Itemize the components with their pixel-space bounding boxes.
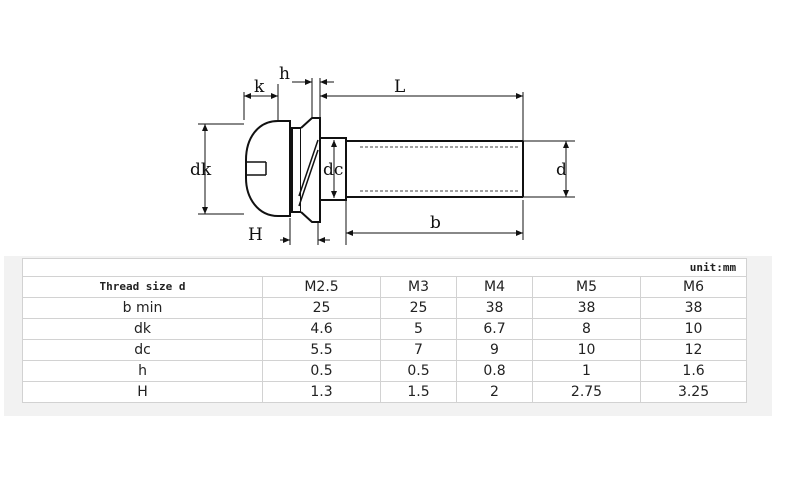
value-cell: 3.25 <box>639 381 748 403</box>
thread-lines <box>360 146 518 192</box>
label-k: k <box>254 77 265 97</box>
value-cell: 1 <box>532 360 641 382</box>
value-cell: 1.5 <box>380 381 457 403</box>
label-b: b <box>430 213 441 233</box>
value-cell: 5 <box>380 318 457 340</box>
label-dc: dc <box>323 160 343 180</box>
row-label-cell: b min <box>22 297 263 319</box>
header-cell: M2.5 <box>262 276 381 298</box>
label-L: L <box>394 77 405 97</box>
value-cell: 25 <box>380 297 457 319</box>
header-cell: M3 <box>380 276 457 298</box>
value-cell: 0.5 <box>380 360 457 382</box>
value-cell: 8 <box>532 318 641 340</box>
value-cell: 38 <box>456 297 533 319</box>
label-H: H <box>248 225 263 245</box>
row-label-cell: dc <box>22 339 263 361</box>
value-cell: 9 <box>456 339 533 361</box>
value-cell: 7 <box>380 339 457 361</box>
screw-outline <box>245 117 524 223</box>
value-cell: 12 <box>639 339 748 361</box>
value-cell: 25 <box>262 297 381 319</box>
label-h: h <box>279 64 290 84</box>
value-cell: 10 <box>639 318 748 340</box>
value-cell: 1.6 <box>639 360 748 382</box>
header-cell: M6 <box>639 276 748 298</box>
row-label-cell: dk <box>22 318 263 340</box>
label-dk: dk <box>190 160 212 180</box>
value-cell: 4.6 <box>262 318 381 340</box>
value-cell: 10 <box>532 339 641 361</box>
value-cell: 0.8 <box>456 360 533 382</box>
row-label-cell: h <box>22 360 263 382</box>
value-cell: 5.5 <box>262 339 381 361</box>
unit-row: unit:mm <box>21 258 748 277</box>
value-cell: 2 <box>456 381 533 403</box>
header-cell: Thread size d <box>22 276 263 298</box>
unit-label: unit:mm <box>21 258 748 277</box>
value-cell: 2.75 <box>532 381 641 403</box>
header-cell: M4 <box>456 276 533 298</box>
header-cell: M5 <box>532 276 641 298</box>
value-cell: 38 <box>532 297 641 319</box>
screw-dimension-drawing: k h L dk dc d b H <box>190 64 575 245</box>
value-cell: 6.7 <box>456 318 533 340</box>
row-label-cell: H <box>22 381 263 403</box>
label-d: d <box>556 160 567 180</box>
dimension-arrows <box>202 79 569 243</box>
value-cell: 0.5 <box>262 360 381 382</box>
value-cell: 1.3 <box>262 381 381 403</box>
value-cell: 38 <box>639 297 748 319</box>
